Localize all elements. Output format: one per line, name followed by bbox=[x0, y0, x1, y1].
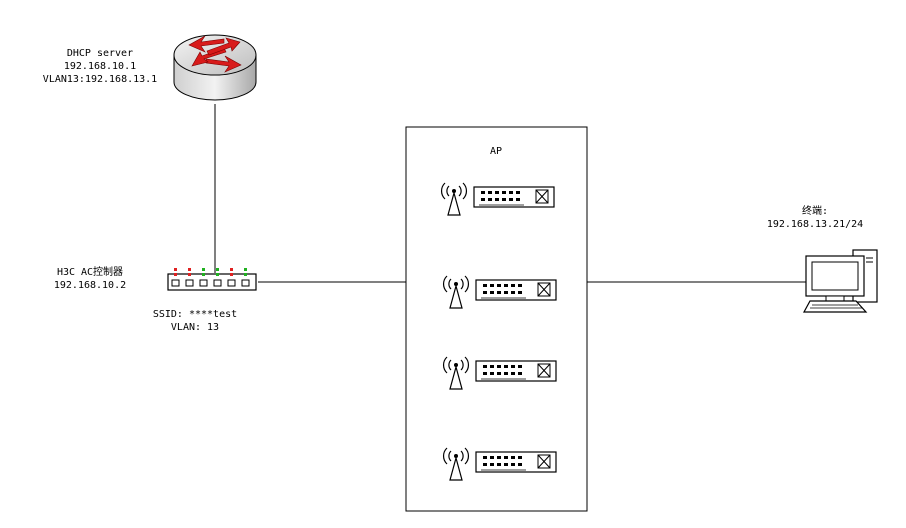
controller-label: H3C AC控制器 192.168.10.2 bbox=[30, 266, 150, 292]
switch-icon bbox=[167, 268, 257, 291]
desktop-computer-icon bbox=[802, 249, 878, 313]
controller-ssid: SSID: ****test bbox=[152, 309, 238, 320]
ap-group-title: AP bbox=[489, 146, 503, 157]
controller-vlan: VLAN: 13 bbox=[170, 322, 220, 333]
router-label: DHCP server 192.168.10.1 VLAN13:192.168.… bbox=[30, 47, 170, 86]
terminal-label-ip: 192.168.13.21/24 bbox=[766, 219, 864, 230]
controller-label-ip: 192.168.10.2 bbox=[53, 280, 127, 291]
router-label-ip: 192.168.10.1 bbox=[63, 61, 137, 72]
router-icon bbox=[173, 34, 257, 101]
controller-ssid-label: SSID: ****test VLAN: 13 bbox=[130, 308, 260, 334]
router-label-name: DHCP server bbox=[66, 48, 134, 59]
terminal-label: 终端: 192.168.13.21/24 bbox=[750, 205, 880, 231]
terminal-label-name: 终端: bbox=[801, 206, 829, 217]
router-label-vlan: VLAN13:192.168.13.1 bbox=[42, 74, 158, 85]
controller-label-name: H3C AC控制器 bbox=[56, 267, 124, 278]
